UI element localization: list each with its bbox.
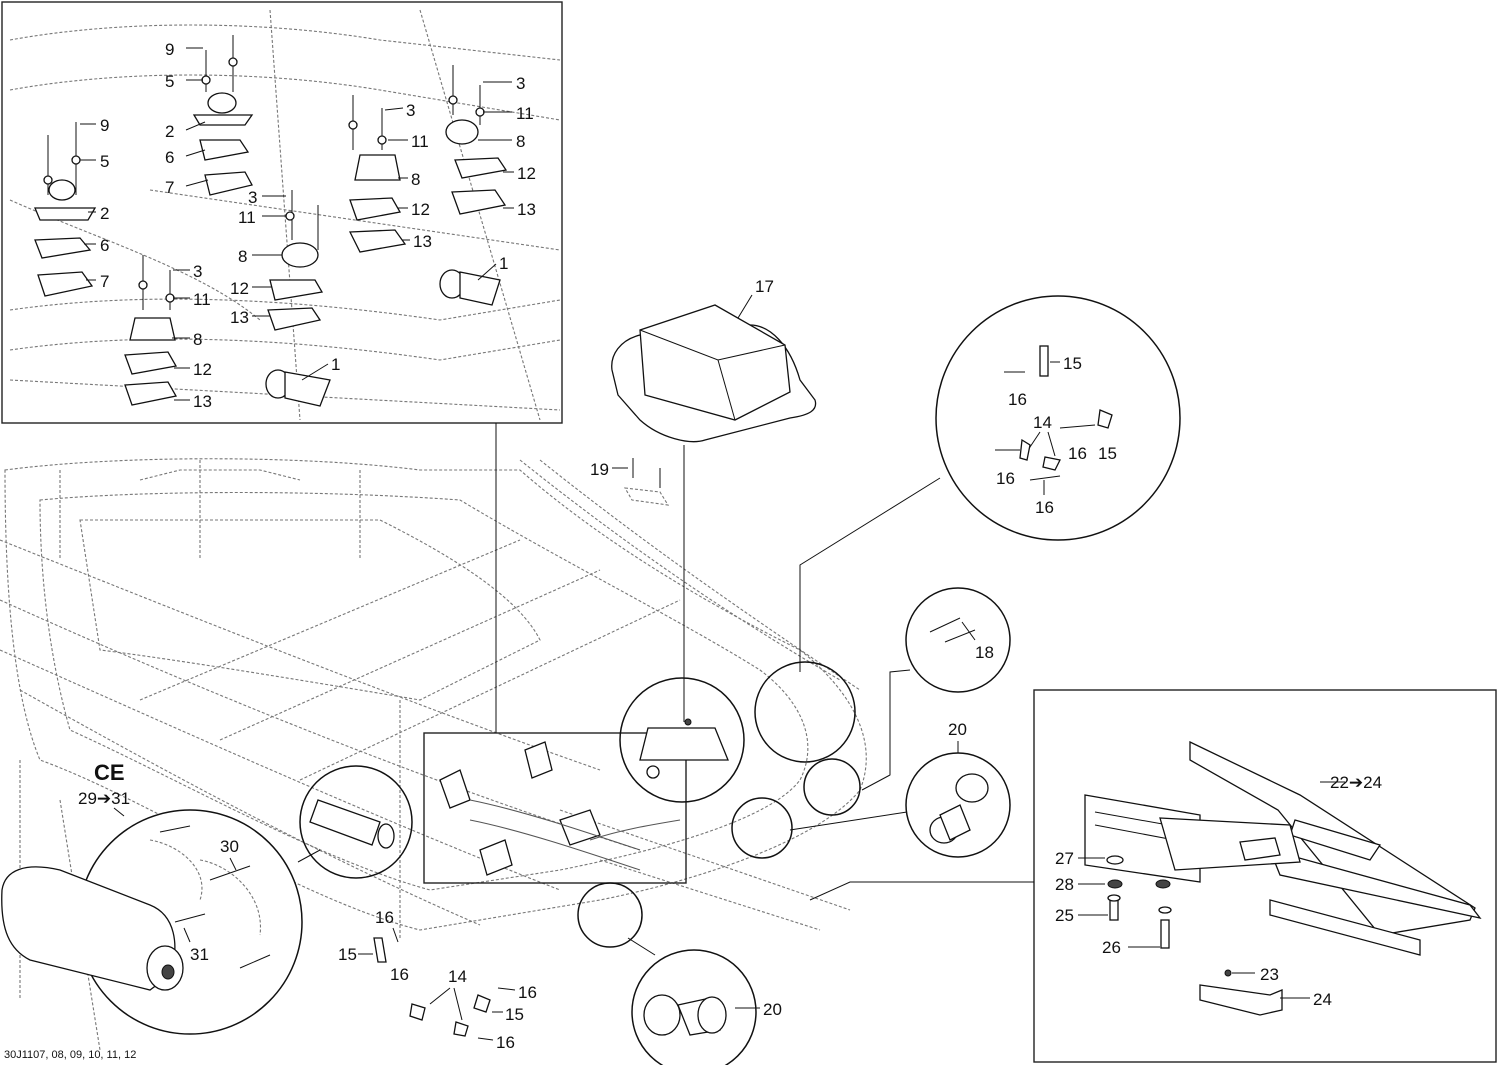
callout-24: 24	[1313, 990, 1332, 1009]
callout-3: 3	[516, 74, 525, 93]
callout-6: 6	[100, 236, 109, 255]
callout-14: 14	[1033, 413, 1052, 432]
callout-20: 20	[948, 720, 967, 739]
callout-11: 11	[238, 208, 256, 227]
inset-callouts: 9 5 2 6 7 9 5 2 6 7 3 11 8 12	[80, 40, 536, 411]
callout-8: 8	[411, 170, 420, 189]
callout-14: 14	[448, 967, 467, 986]
box-location-circle	[619, 677, 745, 803]
callout-16: 16	[1035, 498, 1054, 517]
fastener-19: 19	[590, 458, 670, 506]
callout-20: 20	[763, 1000, 782, 1019]
callout-8: 8	[516, 132, 525, 151]
callout-9: 9	[100, 116, 109, 135]
center-detail	[423, 732, 687, 884]
fastener-location-circle	[754, 661, 856, 763]
muffler-in-hull	[309, 799, 395, 849]
circle-ce-muffler: CE 29➔31 30 31	[1, 760, 321, 1035]
callout-26: 26	[1102, 938, 1121, 957]
callout-9: 9	[165, 40, 174, 59]
callout-17: 17	[755, 277, 774, 296]
ce-label: CE	[94, 760, 125, 785]
callout-12: 12	[193, 360, 212, 379]
callout-12: 12	[517, 164, 536, 183]
hull-drawing	[0, 458, 867, 1051]
callout-1: 1	[331, 355, 340, 374]
callout-13: 13	[413, 232, 432, 251]
callout-31: 31	[190, 945, 209, 964]
range-22-24: 22➔24	[1330, 773, 1382, 792]
circle-drain-plug-lower: 20	[627, 937, 782, 1065]
muffler-location-circle	[299, 765, 413, 879]
callout-15: 15	[1063, 354, 1082, 373]
callout-15: 15	[505, 1005, 524, 1024]
callout-30: 30	[220, 837, 239, 856]
callout-2: 2	[100, 204, 109, 223]
engine-mount-d	[348, 95, 407, 253]
inset-boarding-ladder: 22➔24 27 28 25 26 23 24	[809, 689, 1497, 1063]
callout-19: 19	[590, 460, 609, 479]
ce-range: 29➔31	[78, 789, 130, 808]
callout-18: 18	[975, 643, 994, 662]
callout-8: 8	[193, 330, 202, 349]
fasteners-lower: 16 15 16 14 16 15 16	[338, 908, 537, 1052]
callout-15: 15	[1098, 444, 1117, 463]
callout-3: 3	[406, 101, 415, 120]
callout-6: 6	[165, 148, 174, 167]
callout-2: 2	[165, 122, 174, 141]
drain-location-circle-2	[577, 882, 643, 948]
callout-16: 16	[496, 1033, 515, 1052]
callout-16: 16	[375, 908, 394, 927]
callout-16: 16	[518, 983, 537, 1002]
storage-tub-17: 17	[611, 277, 817, 722]
inset-background-hull	[9, 9, 561, 421]
circle-fastener-18: 18	[861, 587, 1011, 791]
inset-boot-right	[439, 269, 501, 306]
callout-27: 27	[1055, 849, 1074, 868]
callout-3: 3	[193, 262, 202, 281]
drawing-reference: 30J1107, 08, 09, 10, 11, 12	[4, 1049, 136, 1061]
callout-3: 3	[248, 188, 257, 207]
inset-boot-left	[265, 369, 331, 407]
callout-25: 25	[1055, 906, 1074, 925]
callout-11: 11	[193, 290, 211, 309]
box-in-hull	[639, 727, 729, 761]
callout-5: 5	[165, 72, 174, 91]
callout-15: 15	[338, 945, 357, 964]
drain-location-circle	[731, 797, 793, 859]
callout-12: 12	[411, 200, 430, 219]
callout-16: 16	[996, 469, 1015, 488]
callout-11: 11	[516, 104, 534, 123]
callout-8: 8	[238, 247, 247, 266]
callout-16: 16	[1008, 390, 1027, 409]
callout-23: 23	[1260, 965, 1279, 984]
callout-11: 11	[411, 132, 429, 151]
fastener-location-circle-2	[803, 758, 861, 816]
engine-mount-c	[267, 190, 324, 331]
engine-mount-b	[34, 122, 97, 297]
callout-13: 13	[230, 308, 249, 327]
callout-16: 16	[1068, 444, 1087, 463]
callout-13: 13	[517, 200, 536, 219]
callout-16: 16	[390, 965, 409, 984]
callout-7: 7	[100, 272, 109, 291]
engine-mount-f	[124, 255, 178, 406]
engine-mount-e	[445, 65, 508, 215]
callout-5: 5	[100, 152, 109, 171]
callout-13: 13	[193, 392, 212, 411]
callout-28: 28	[1055, 875, 1074, 894]
circle-fasteners-upper: 15 16 14 16 15 16 16	[799, 295, 1181, 672]
callout-1: 1	[499, 254, 508, 273]
engine-mount-a	[192, 35, 254, 196]
callout-12: 12	[230, 279, 249, 298]
box-marker	[684, 718, 692, 726]
circle-drain-plug-upper: 20	[789, 720, 1011, 858]
callout-7: 7	[165, 178, 174, 197]
inset-engine-mounts: 9 5 2 6 7 9 5 2 6 7 3 11 8 12	[1, 1, 563, 424]
